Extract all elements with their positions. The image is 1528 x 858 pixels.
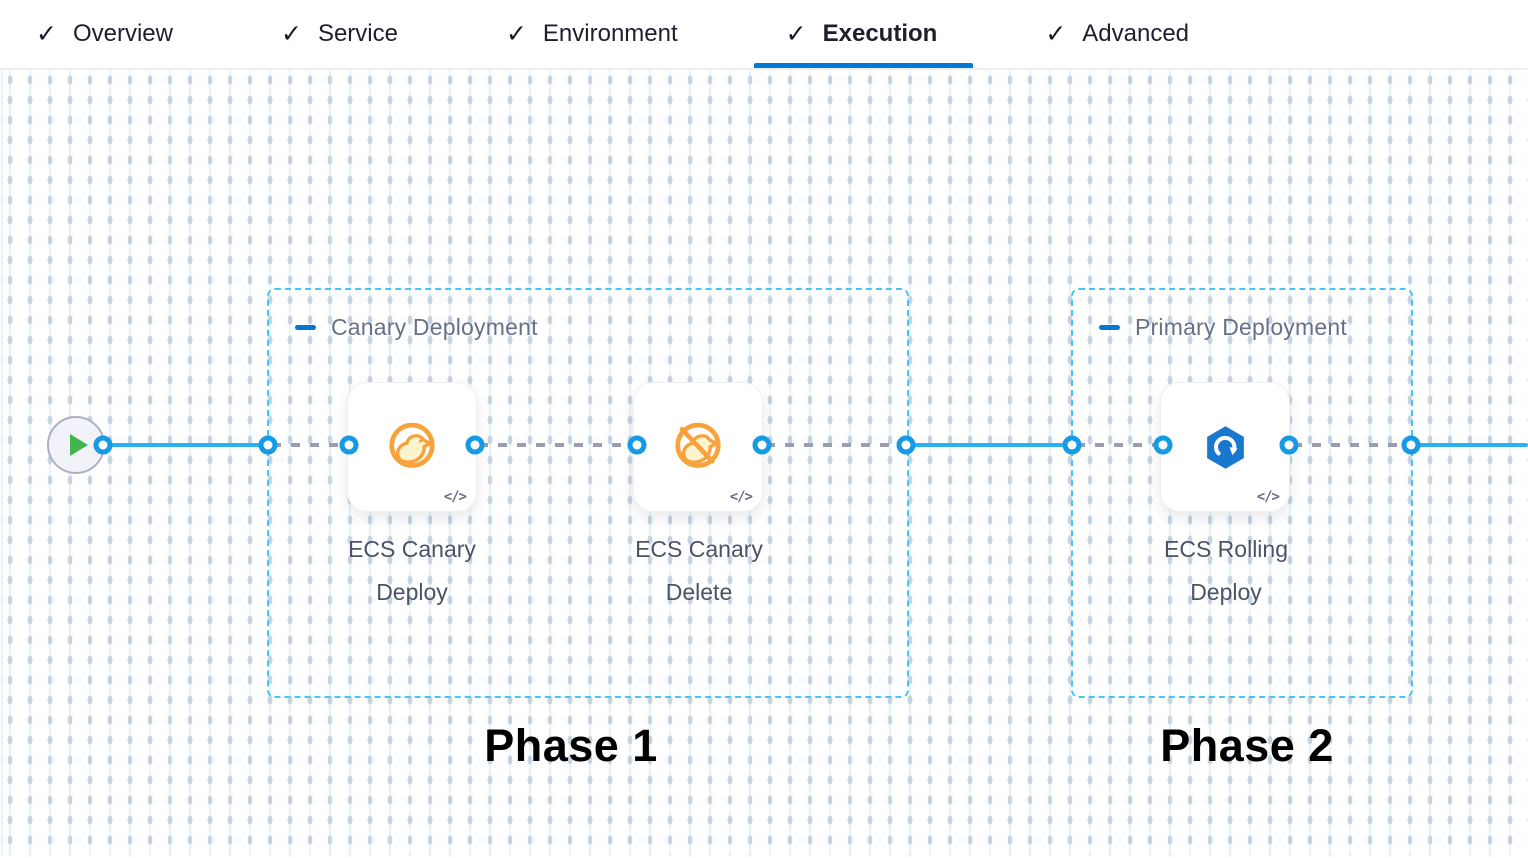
phase-annotation: Phase 1 bbox=[484, 720, 658, 771]
tab-label: Execution bbox=[822, 20, 938, 47]
connector-node[interactable] bbox=[1279, 435, 1299, 455]
connector-node[interactable] bbox=[1062, 435, 1082, 455]
stage-group-primary-deployment[interactable]: Primary Deployment bbox=[1071, 288, 1413, 698]
flow-line-dashed bbox=[1076, 443, 1162, 447]
connector-node[interactable] bbox=[627, 435, 647, 455]
connector-node[interactable] bbox=[896, 435, 916, 455]
connector-node[interactable] bbox=[1153, 435, 1173, 455]
code-icon: </> bbox=[443, 489, 467, 505]
tab-overview[interactable]: ✓ Overview bbox=[30, 0, 179, 68]
connector-node[interactable] bbox=[258, 435, 278, 455]
check-icon: ✓ bbox=[785, 19, 807, 48]
tab-advanced[interactable]: ✓ Advanced bbox=[1039, 0, 1195, 68]
tab-label: Service bbox=[317, 20, 398, 47]
check-icon: ✓ bbox=[505, 19, 527, 48]
code-icon: </> bbox=[729, 489, 753, 505]
step-card-ecs-canary-deploy[interactable]: </> bbox=[347, 382, 477, 512]
check-icon: ✓ bbox=[1045, 19, 1067, 48]
step-label: ECS Canary Delete bbox=[635, 536, 763, 605]
collapse-minus-icon[interactable] bbox=[295, 325, 316, 330]
flow-line-dashed bbox=[479, 443, 635, 447]
canary-delete-icon bbox=[675, 422, 721, 468]
phase-annotation: Phase 2 bbox=[1160, 720, 1334, 771]
group-title: Primary Deployment bbox=[1135, 314, 1347, 340]
code-icon: </> bbox=[1256, 489, 1280, 505]
tab-label: Advanced bbox=[1082, 20, 1190, 47]
group-collapse-control[interactable]: Canary Deployment bbox=[295, 314, 538, 341]
step-label: ECS Rolling Deploy bbox=[1164, 536, 1288, 605]
group-collapse-control[interactable]: Primary Deployment bbox=[1099, 314, 1347, 341]
collapse-minus-icon[interactable] bbox=[1099, 325, 1120, 330]
connector-node[interactable] bbox=[465, 435, 485, 455]
stage-group-canary-deployment[interactable]: Canary Deployment bbox=[267, 288, 909, 698]
flow-line-dashed bbox=[766, 443, 904, 447]
step-label: ECS Canary Deploy bbox=[348, 536, 476, 605]
step-card-ecs-rolling-deploy[interactable]: </> bbox=[1160, 382, 1290, 512]
flow-line-dashed bbox=[272, 443, 348, 447]
canary-deploy-icon bbox=[389, 422, 435, 468]
flow-line-solid bbox=[1411, 443, 1528, 447]
tab-execution[interactable]: ✓ Execution bbox=[753, 0, 973, 68]
flow-line-solid bbox=[906, 443, 1072, 447]
flow-line-solid bbox=[100, 443, 270, 447]
pipeline-canvas[interactable]: Canary Deployment Primary Deployment </> bbox=[0, 70, 1528, 856]
connector-node[interactable] bbox=[339, 435, 359, 455]
check-icon: ✓ bbox=[280, 19, 302, 48]
tab-label: Environment bbox=[542, 20, 678, 47]
step-card-ecs-canary-delete[interactable]: </> bbox=[633, 382, 763, 512]
tab-label: Overview bbox=[72, 20, 173, 47]
tab-environment[interactable]: ✓ Environment bbox=[500, 0, 684, 68]
connector-node[interactable] bbox=[1401, 435, 1421, 455]
connector-node[interactable] bbox=[93, 435, 113, 455]
setup-tabbar: ✓ Overview ✓ Service ✓ Environment ✓ Exe… bbox=[0, 0, 1528, 70]
flow-line-dashed bbox=[1293, 443, 1409, 447]
group-title: Canary Deployment bbox=[331, 314, 538, 340]
check-icon: ✓ bbox=[36, 19, 57, 48]
tab-service[interactable]: ✓ Service bbox=[275, 0, 404, 68]
connector-node[interactable] bbox=[752, 435, 772, 455]
ecs-rolling-icon bbox=[1206, 425, 1244, 469]
play-icon bbox=[70, 434, 88, 456]
